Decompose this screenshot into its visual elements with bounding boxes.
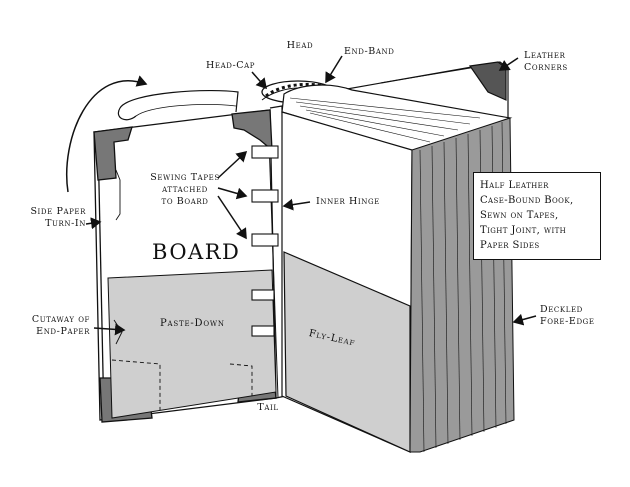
label-board: BOARD <box>152 240 241 264</box>
paste-down-area <box>107 269 277 419</box>
label-inner-hinge: Inner Hinge <box>316 196 380 207</box>
description-box: Half Leather Case-Bound Book, Sewn on Ta… <box>473 172 601 260</box>
pointer-arrows <box>66 55 537 336</box>
label-leather-corners: Leather Corners <box>524 50 568 73</box>
label-head-cap: Head-Cap <box>206 60 256 71</box>
label-head: Head <box>286 40 314 51</box>
spine-and-turn-in <box>117 89 239 121</box>
label-paste-down: Paste-Down <box>160 318 225 329</box>
fore-edge <box>409 117 515 453</box>
label-end-band: End-Band <box>344 46 395 57</box>
label-tail: Tail <box>257 402 279 413</box>
label-sewing-tapes: Sewing Tapes attached to Board <box>150 172 220 207</box>
sewing-tapes <box>251 145 279 337</box>
description-line: Paper Sides <box>480 240 540 251</box>
corner-top-left <box>93 126 133 181</box>
front-board <box>93 109 279 423</box>
label-deckled-fore-edge: Deckled Fore-Edge <box>540 304 595 327</box>
fly-leaf <box>281 111 413 453</box>
label-cutaway: Cutaway of End-Paper <box>31 314 90 337</box>
description-line: Tight Joint, with <box>480 225 567 236</box>
description-line: Half Leather <box>480 180 549 191</box>
description-line: Case-Bound Book, <box>480 195 574 206</box>
description-line: Sewn on Tapes, <box>480 210 559 221</box>
label-side-paper-turn-in: Side Paper Turn-In <box>30 206 86 229</box>
corner-top-right <box>231 109 273 152</box>
